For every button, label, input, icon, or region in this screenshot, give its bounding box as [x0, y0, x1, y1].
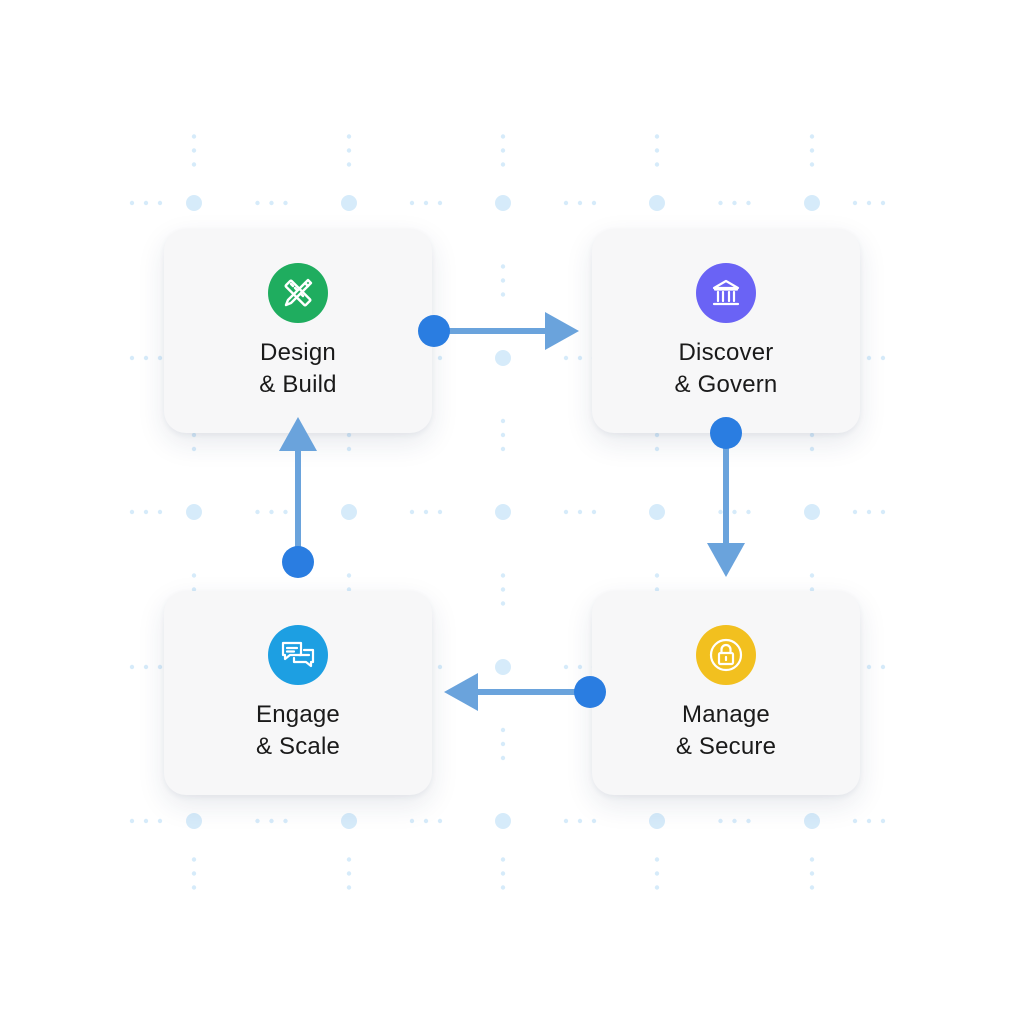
step-label-line1: Manage: [682, 701, 770, 728]
lock-icon: [696, 625, 756, 685]
step-label: Discover & Govern: [592, 337, 860, 401]
step-label-line2: & Build: [259, 371, 337, 398]
step-card-design-build: Design & Build: [164, 229, 432, 433]
step-card-discover-govern: Discover & Govern: [592, 229, 860, 433]
step-label-line1: Engage: [256, 701, 340, 728]
step-label: Manage & Secure: [592, 699, 860, 763]
step-label-line1: Discover: [678, 339, 774, 366]
pencil-ruler-icon: [268, 263, 328, 323]
building-columns-icon: [696, 263, 756, 323]
chat-bubbles-icon: [268, 625, 328, 685]
step-label-line2: & Govern: [674, 371, 778, 398]
step-card-manage-secure: Manage & Secure: [592, 591, 860, 795]
step-label-line2: & Scale: [255, 733, 341, 760]
step-label: Design & Build: [164, 337, 432, 401]
step-card-engage-scale: Engage & Scale: [164, 591, 432, 795]
step-label: Engage & Scale: [164, 699, 432, 763]
step-label-line1: Design: [260, 339, 336, 366]
step-label-line2: & Secure: [675, 733, 777, 760]
